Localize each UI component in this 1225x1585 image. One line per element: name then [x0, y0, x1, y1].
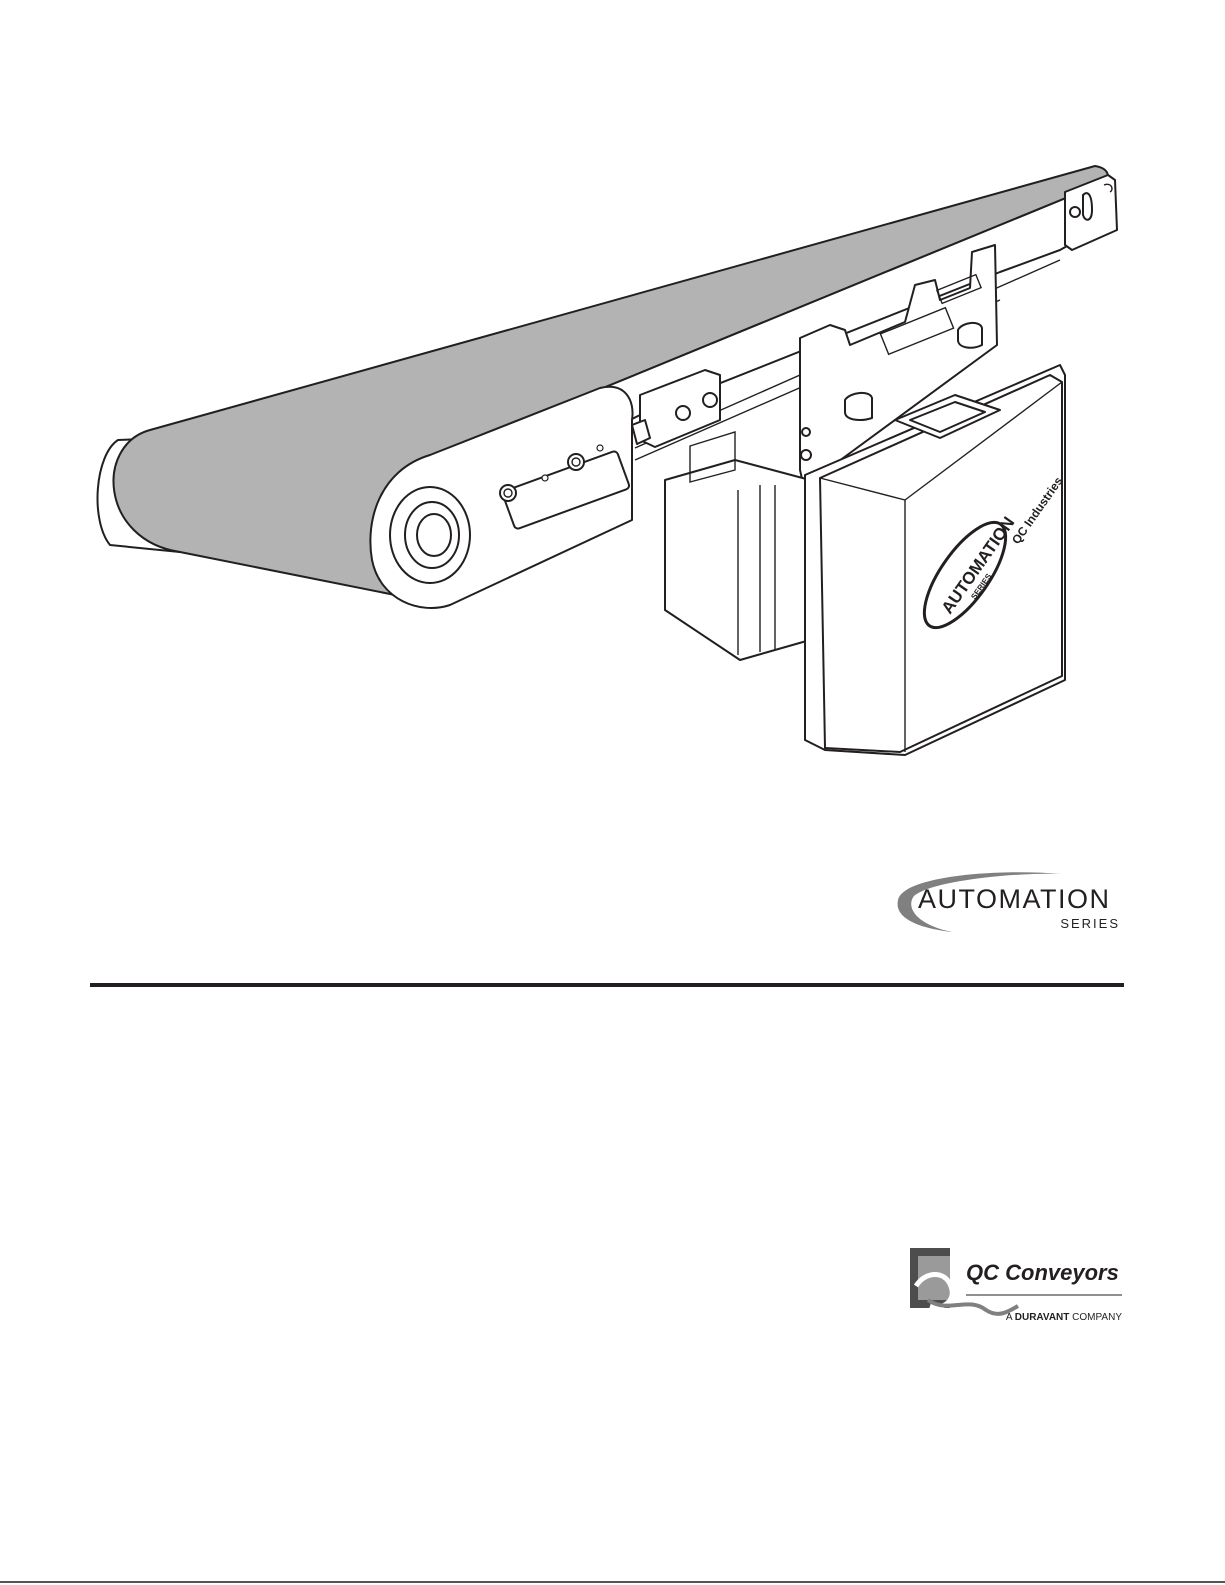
- horizontal-rule: [90, 983, 1124, 987]
- qc-logo-tagline-suffix: COMPANY: [1069, 1312, 1122, 1323]
- page-bottom-edge: [0, 1581, 1225, 1583]
- qc-logo-tagline-bold: DURAVANT: [1015, 1312, 1070, 1323]
- qc-conveyors-logo: QC Conveyors A DURAVANT COMPANY: [908, 1240, 1126, 1326]
- logo-automation-text: AUTOMATION: [918, 884, 1111, 914]
- qc-logo-brand: QC Conveyors: [966, 1260, 1119, 1285]
- logo-series-text: SERIES: [1060, 916, 1120, 931]
- automation-series-logo: AUTOMATION SERIES: [892, 866, 1124, 938]
- qc-logo-tagline: A DURAVANT COMPANY: [1006, 1312, 1122, 1323]
- conveyor-illustration: .st { fill:#fff; stroke:#231f20; stroke-…: [0, 0, 1225, 790]
- qc-logo-tagline-prefix: A: [1006, 1312, 1015, 1323]
